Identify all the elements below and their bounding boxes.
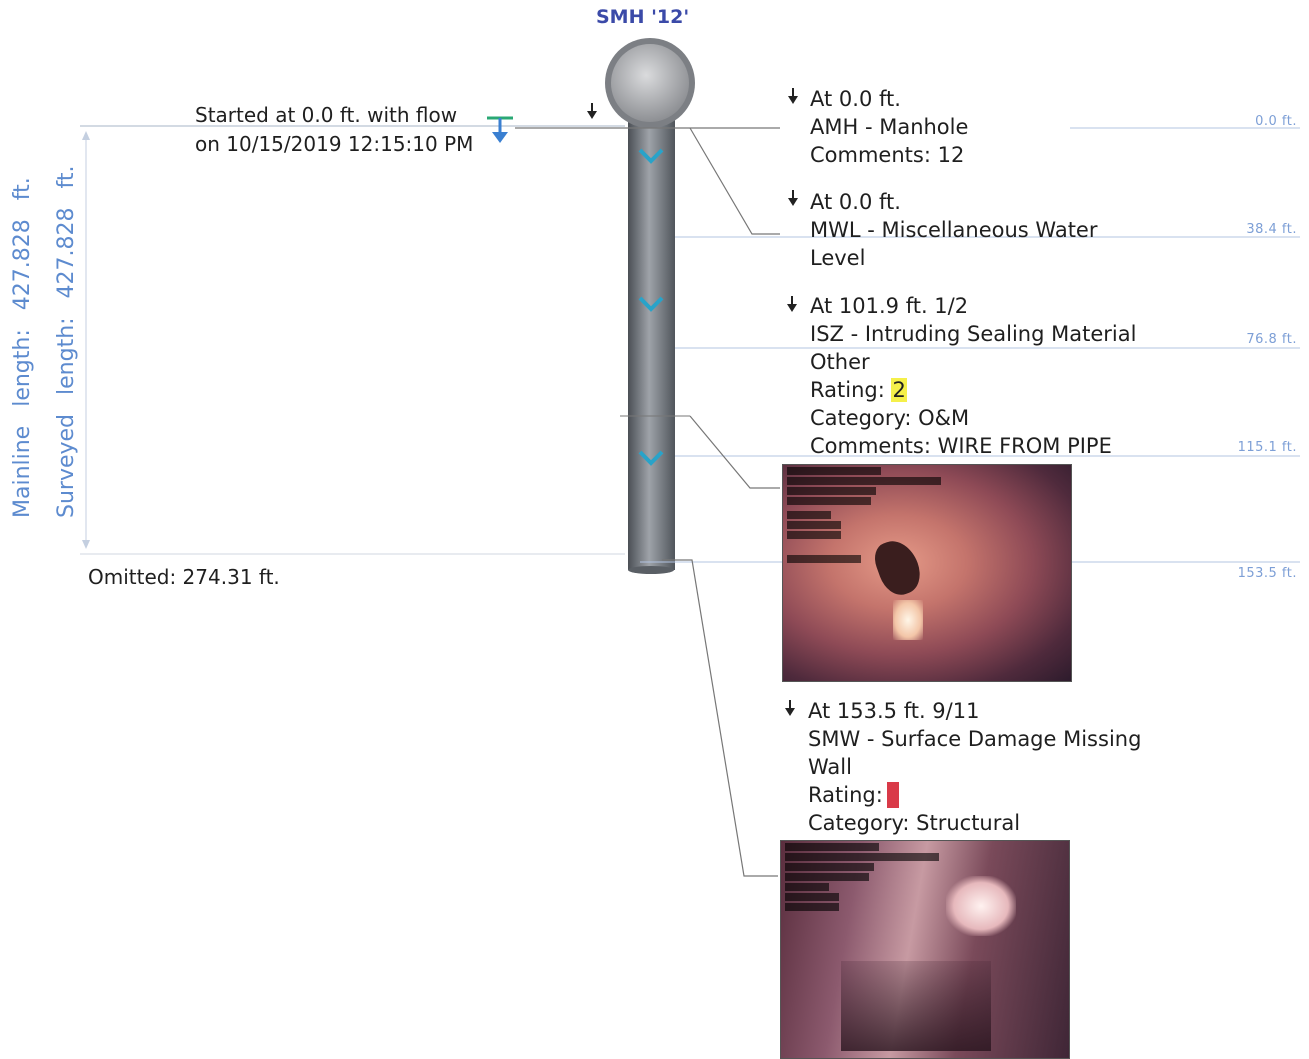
obs-at: At 0.0 ft. bbox=[810, 190, 901, 214]
obs-rating: Rating: 2 bbox=[810, 376, 1136, 404]
manhole-label: SMH '12' bbox=[596, 6, 690, 28]
obs-at: At 0.0 ft. bbox=[810, 87, 901, 111]
ruler-label-76: 76.8 ft. bbox=[1246, 332, 1297, 347]
obs-at: At 153.5 ft. 9/11 bbox=[808, 699, 980, 723]
obs-comments: Comments: 12 bbox=[810, 143, 965, 167]
leader-line-isz bbox=[689, 415, 780, 489]
obs-code: MWL - Miscellaneous Water bbox=[810, 218, 1098, 242]
obs-rating: Rating: bbox=[808, 781, 1141, 809]
observation-smw: At 153.5 ft. 9/11 SMW - Surface Damage M… bbox=[808, 697, 1141, 837]
inspection-photo-2[interactable] bbox=[780, 840, 1070, 1059]
rating-red-badge bbox=[886, 782, 899, 808]
photo-overlay-text bbox=[787, 467, 881, 475]
flow-chevron-icon bbox=[638, 296, 664, 312]
omitted-label: Omitted: 274.31 ft. bbox=[88, 565, 280, 589]
obs-code: AMH - Manhole bbox=[810, 115, 969, 139]
observation-isz: At 101.9 ft. 1/2 ISZ - Intruding Sealing… bbox=[810, 292, 1136, 460]
ruler-label-0: 0.0 ft. bbox=[1255, 114, 1297, 129]
start-text-line1: Started at 0.0 ft. with flow bbox=[195, 103, 458, 127]
observation-mwl: At 0.0 ft. MWL - Miscellaneous Water Lev… bbox=[810, 188, 1098, 272]
obs-category: Category: Structural bbox=[808, 811, 1021, 835]
obs-code-cont: Other bbox=[810, 350, 870, 374]
obs-code: ISZ - Intruding Sealing Material bbox=[810, 322, 1137, 346]
obs-at: At 101.9 ft. 1/2 bbox=[810, 294, 969, 318]
ruler-arrow-up-icon bbox=[82, 131, 90, 140]
obs-code: SMW - Surface Damage Missing bbox=[808, 727, 1142, 751]
pipe-end bbox=[628, 566, 674, 574]
rating-value: 2 bbox=[891, 378, 907, 402]
down-arrow-icon bbox=[587, 111, 597, 119]
obs-code-cont: Level bbox=[810, 246, 866, 270]
light-glare bbox=[946, 876, 1016, 936]
flow-down-arrow-icon bbox=[492, 132, 508, 143]
rating-label: Rating: bbox=[810, 378, 885, 402]
photo-overlay-text bbox=[785, 843, 879, 851]
flow-chevron-icon bbox=[638, 450, 664, 466]
obs-category: Category: O&M bbox=[810, 406, 970, 430]
obs-arrow-icons bbox=[785, 88, 798, 716]
pipe-body bbox=[628, 115, 675, 570]
rating-label: Rating: bbox=[808, 783, 883, 807]
obs-code-cont: Wall bbox=[808, 755, 852, 779]
flow-chevron-icon bbox=[638, 148, 664, 164]
start-text-line2: on 10/15/2019 12:15:10 PM bbox=[195, 132, 474, 156]
ruler-label-38: 38.4 ft. bbox=[1246, 222, 1297, 237]
obs-comments: Comments: WIRE FROM PIPE bbox=[810, 434, 1112, 458]
surveyed-length-label: Surveyed length: 427.828 ft. bbox=[54, 165, 79, 519]
light-glare bbox=[893, 600, 923, 640]
observation-amh: At 0.0 ft. AMH - Manhole Comments: 12 bbox=[810, 85, 968, 169]
mainline-length-label: Mainline length: 427.828 ft. bbox=[10, 177, 35, 518]
manhole-cover bbox=[611, 44, 689, 122]
debris-shape bbox=[869, 534, 927, 601]
ruler-arrow-down-icon bbox=[82, 540, 90, 549]
leader-line-mwl bbox=[689, 127, 780, 235]
inspection-photo-1[interactable] bbox=[782, 464, 1072, 682]
leader-line-smw bbox=[662, 559, 778, 877]
ruler-label-115: 115.1 ft. bbox=[1237, 440, 1297, 455]
ruler-label-153: 153.5 ft. bbox=[1237, 566, 1297, 581]
